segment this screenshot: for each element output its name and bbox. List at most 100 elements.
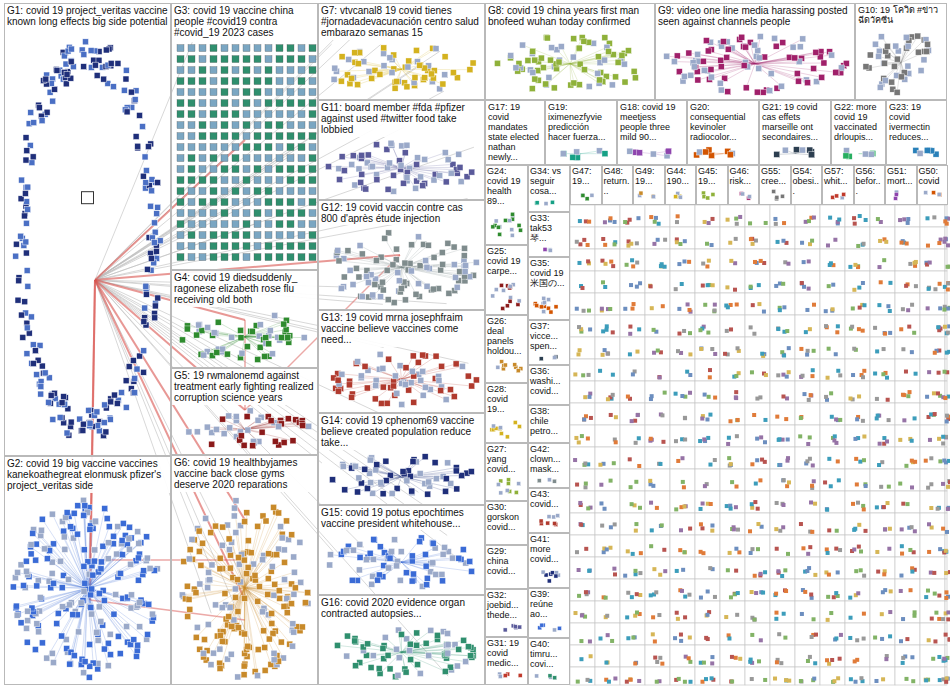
vertex-icon: [754, 591, 758, 595]
vertex-icon: [802, 260, 806, 264]
vertex-icon: [927, 370, 931, 374]
vertex-icon: [885, 501, 889, 505]
vertex-icon: [750, 547, 754, 551]
vertex-icon: [785, 329, 789, 333]
vertex-icon: [710, 347, 714, 351]
group-cell: [870, 403, 895, 425]
vertex-icon: [674, 392, 678, 396]
vertex-icon: [780, 574, 784, 578]
vertex-icon: [757, 283, 761, 287]
vertex-icon: [826, 376, 830, 380]
vertex-icon: [933, 412, 937, 416]
vertex-icon: [859, 549, 863, 553]
vertex-icon: [861, 329, 865, 333]
vertex-icon: [926, 306, 930, 310]
vertex-icon: [928, 438, 932, 442]
vertex-icon: [827, 662, 831, 666]
group-cell: [695, 513, 720, 535]
vertex-icon: [875, 397, 879, 401]
vertex-icon: [825, 547, 829, 551]
vertex-icon: [761, 591, 765, 595]
vertex-icon: [824, 395, 828, 399]
vertex-icon: [748, 221, 752, 225]
vertex-icon: [699, 596, 703, 600]
vertex-icon: [628, 352, 632, 356]
group-cell: [795, 667, 820, 685]
vertex-icon: [578, 348, 582, 352]
vertex-icon: [661, 440, 665, 444]
vertex-icon: [885, 439, 889, 443]
vertex-icon: [829, 484, 833, 488]
group-cell: [870, 623, 895, 645]
vertex-icon: [905, 637, 909, 641]
vertex-icon: [628, 332, 632, 336]
vertex-icon: [728, 551, 732, 555]
vertex-icon: [708, 375, 712, 379]
vertex-icon: [607, 680, 611, 684]
vertex-icon: [638, 281, 642, 285]
group-cell: [620, 425, 645, 447]
vertex-icon: [752, 332, 756, 336]
vertex-icon: [901, 661, 905, 665]
vertex-icon: [748, 660, 752, 664]
vertex-icon: [638, 593, 642, 597]
group-cell: [720, 315, 745, 337]
vertex-icon: [676, 459, 680, 463]
vertex-icon: [926, 244, 930, 248]
vertex-icon: [727, 436, 731, 440]
vertex-icon: [600, 524, 604, 528]
vertex-icon: [862, 458, 866, 462]
vertex-icon: [711, 217, 715, 221]
vertex-icon: [806, 552, 810, 556]
vertex-icon: [654, 216, 658, 220]
vertex-icon: [812, 216, 816, 220]
group-cell: [595, 601, 620, 623]
vertex-icon: [648, 479, 652, 483]
vertex-icon: [882, 505, 886, 509]
group-cell: [895, 645, 920, 667]
vertex-icon: [578, 242, 582, 246]
vertex-icon: [836, 324, 840, 328]
vertex-icon: [901, 307, 905, 311]
vertex-icon: [579, 523, 583, 527]
vertex-icon: [756, 507, 760, 511]
vertex-icon: [926, 486, 930, 490]
vertex-icon: [938, 282, 942, 286]
vertex-icon: [810, 374, 814, 378]
vertex-icon: [628, 325, 632, 329]
group-cell: [720, 425, 745, 447]
vertex-icon: [688, 660, 692, 664]
vertex-icon: [614, 440, 618, 444]
vertex-icon: [805, 353, 809, 357]
vertex-icon: [734, 374, 738, 378]
vertex-icon: [829, 611, 833, 615]
group-cell: [845, 205, 870, 227]
vertex-icon: [682, 259, 686, 263]
vertex-icon: [575, 550, 579, 554]
vertex-icon: [760, 458, 764, 462]
vertex-icon: [851, 306, 855, 310]
vertex-icon: [862, 242, 866, 246]
vertex-icon: [901, 502, 905, 506]
vertex-icon: [906, 308, 910, 312]
vertex-icon: [636, 216, 640, 220]
group-cell: [795, 579, 820, 601]
vertex-icon: [610, 639, 614, 643]
vertex-icon: [902, 217, 906, 221]
vertex-icon: [734, 217, 738, 221]
vertex-icon: [834, 591, 838, 595]
group-cell: [895, 403, 920, 425]
vertex-icon: [606, 633, 610, 637]
vertex-icon: [784, 417, 788, 421]
vertex-icon: [748, 529, 752, 533]
vertex-icon: [836, 369, 840, 373]
vertex-icon: [904, 284, 908, 288]
group-cell: [645, 623, 670, 645]
vertex-icon: [851, 373, 855, 377]
vertex-icon: [809, 393, 813, 397]
group-cell: [795, 403, 820, 425]
vertex-icon: [775, 660, 779, 664]
vertex-icon: [655, 506, 659, 510]
vertex-icon: [884, 240, 888, 244]
vertex-icon: [677, 677, 681, 681]
